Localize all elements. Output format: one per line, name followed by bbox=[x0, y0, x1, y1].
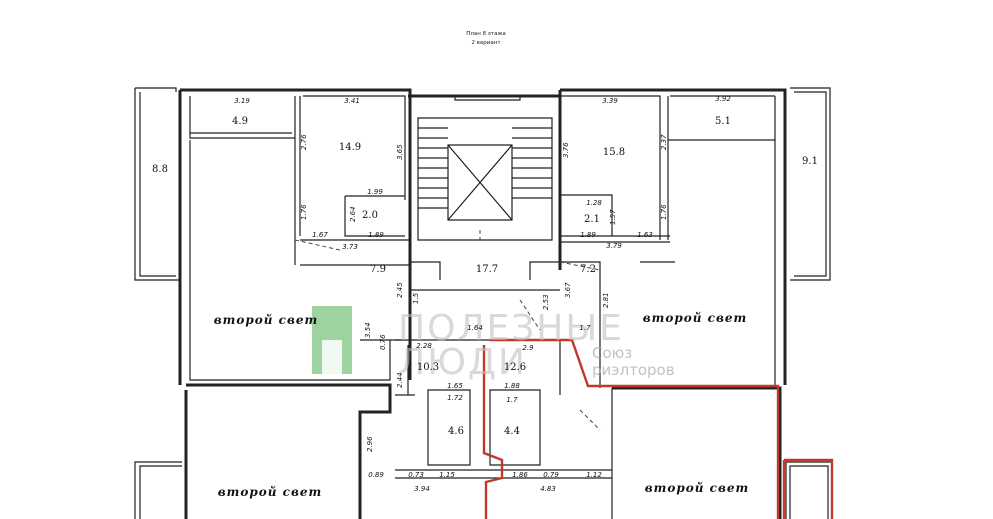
highlighted-unit-boundary bbox=[482, 338, 834, 519]
dim: 4.83 bbox=[540, 485, 556, 493]
label-second-light-3: второй свет bbox=[218, 485, 322, 499]
watermark-line1: ПОЛЕЗНЫЕ bbox=[398, 308, 624, 349]
balcony-left bbox=[134, 87, 180, 281]
dim: 3.19 bbox=[234, 97, 250, 105]
dim: 2.9 bbox=[522, 344, 534, 352]
label-second-light-2: второй свет bbox=[643, 311, 747, 325]
label-second-light-4: второй свет bbox=[645, 481, 749, 495]
dim: 1.89 bbox=[580, 231, 596, 239]
area-bath-right: 2.1 bbox=[584, 214, 600, 225]
dim: 2.45 bbox=[396, 282, 404, 298]
area-balcony-right: 9.1 bbox=[802, 156, 818, 167]
dim: 1.67 bbox=[312, 231, 328, 239]
watermark-line2: ЛЮДИ bbox=[398, 342, 527, 383]
area-corridor-right: 12.6 bbox=[504, 362, 526, 373]
dim: 2.64 bbox=[349, 206, 357, 222]
area-top-right-small: 5.1 bbox=[715, 116, 731, 127]
interior-walls-right bbox=[560, 95, 776, 388]
plan-subtitle: 2 вариант bbox=[471, 40, 501, 46]
dim: 1.86 bbox=[512, 471, 528, 479]
watermark-sub2: риэлторов bbox=[592, 361, 675, 379]
door-swings bbox=[294, 230, 601, 431]
dim: 1.15 bbox=[439, 471, 455, 479]
dim: 0.76 bbox=[379, 334, 387, 350]
dim: 1.99 bbox=[367, 188, 383, 196]
dim: 1.7 bbox=[506, 396, 518, 404]
label-second-light-1: второй свет bbox=[214, 313, 318, 327]
dim: 2.53 bbox=[542, 294, 550, 310]
dim: 1.28 bbox=[586, 199, 602, 207]
area-room-14-9: 14.9 bbox=[339, 142, 361, 153]
dim: 2.44 bbox=[396, 372, 404, 388]
dimension-labels: 3.19 3.41 3.39 3.92 1.99 1.67 3.73 1.89 … bbox=[234, 95, 731, 493]
area-stair: 17.7 bbox=[476, 264, 498, 275]
second-light-labels: второй свет второй свет второй свет втор… bbox=[214, 311, 749, 499]
dim: 1.57 bbox=[609, 209, 617, 225]
dim: 3.54 bbox=[364, 322, 372, 338]
dim: 1.76 bbox=[300, 204, 308, 220]
dim: 1.5 bbox=[412, 292, 420, 304]
balcony-right bbox=[790, 87, 831, 281]
dim: 3.39 bbox=[602, 97, 618, 105]
dim: 1.72 bbox=[447, 394, 463, 402]
outer-walls bbox=[178, 88, 787, 519]
watermark-sub1: Союз bbox=[592, 344, 632, 362]
interior-walls-lower bbox=[395, 339, 613, 519]
dim: 3.79 bbox=[606, 242, 622, 250]
stair-core bbox=[410, 117, 560, 291]
dim: 1.65 bbox=[447, 382, 463, 390]
dim: 1.88 bbox=[504, 382, 520, 390]
plan-title: План 8 этажа bbox=[466, 31, 506, 37]
area-wc-left: 4.6 bbox=[448, 426, 464, 437]
dim: 3.92 bbox=[715, 95, 731, 103]
dim: 3.94 bbox=[414, 485, 430, 493]
dim: 3.73 bbox=[342, 243, 358, 251]
dim: 3.41 bbox=[344, 97, 360, 105]
area-hall-right: 7.2 bbox=[580, 264, 596, 275]
dim: 0.89 bbox=[368, 471, 384, 479]
dimension-labels-vertical: 2.76 3.65 3.76 2.37 1.76 2.64 1.57 1.76 … bbox=[300, 134, 668, 452]
watermark-logo-door bbox=[322, 340, 342, 374]
room-areas: 8.8 4.9 14.9 2.0 7.9 17.7 15.8 2.1 7.2 5… bbox=[152, 116, 818, 437]
dim: 2.28 bbox=[416, 342, 432, 350]
dim: 0.79 bbox=[543, 471, 559, 479]
dim: 3.65 bbox=[396, 144, 404, 160]
dim: 2.37 bbox=[660, 134, 668, 150]
dim: 3.76 bbox=[562, 142, 570, 158]
dim: 1.12 bbox=[586, 471, 602, 479]
dim: 2.96 bbox=[366, 436, 374, 452]
dim: 1.89 bbox=[368, 231, 384, 239]
dim: 0.73 bbox=[408, 471, 424, 479]
dim: 1.64 bbox=[467, 324, 483, 332]
area-balcony-left: 8.8 bbox=[152, 164, 168, 175]
balcony-bottom-right bbox=[785, 461, 833, 519]
area-room-15-8: 15.8 bbox=[603, 147, 625, 158]
area-corridor-left: 10.3 bbox=[417, 362, 439, 373]
dim: 2.76 bbox=[300, 134, 308, 150]
balcony-bottom-left bbox=[134, 461, 182, 519]
area-hall-left: 7.9 bbox=[370, 264, 386, 275]
area-top-left-small: 4.9 bbox=[232, 116, 248, 127]
dim: 3.67 bbox=[564, 282, 572, 298]
area-bath-left: 2.0 bbox=[362, 210, 378, 221]
dim: 1.76 bbox=[660, 204, 668, 220]
dim: 1.7 bbox=[579, 324, 591, 332]
watermark: ПОЛЕЗНЫЕ ЛЮДИ Союз риэлторов bbox=[312, 306, 675, 383]
dim: 1.63 bbox=[637, 231, 653, 239]
dim: 2.81 bbox=[602, 292, 610, 308]
area-wc-right: 4.4 bbox=[504, 426, 520, 437]
